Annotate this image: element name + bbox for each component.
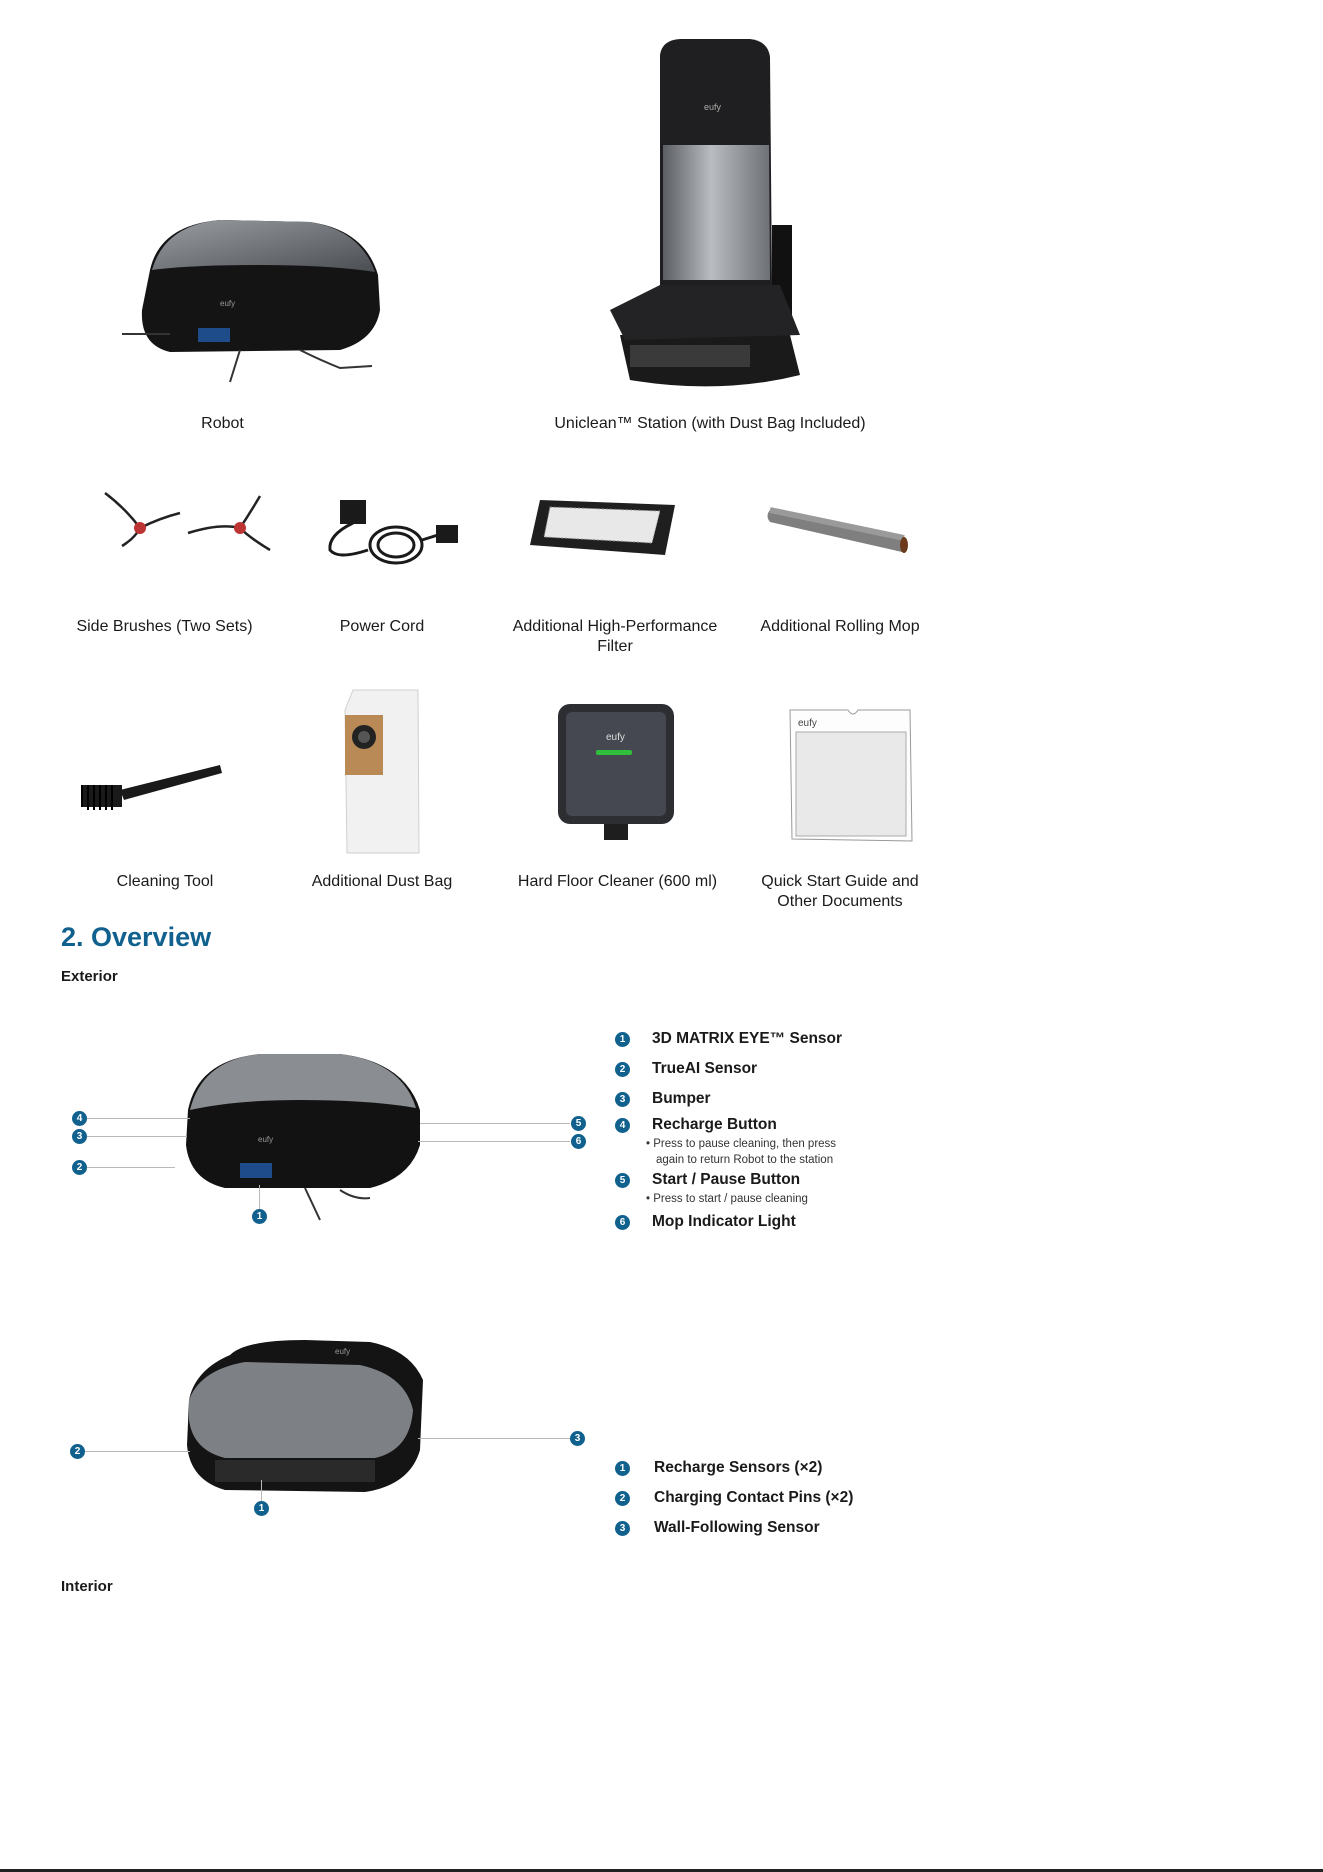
rolling-mop-caption: Additional Rolling Mop <box>760 618 920 635</box>
legend-sub-start-pause: • Press to start / pause cleaning <box>646 1193 808 1205</box>
cleaning-tool-caption: Cleaning Tool <box>116 873 214 890</box>
cleaning-tool-image <box>81 765 222 810</box>
power-cord-caption: Power Cord <box>339 618 425 635</box>
legend-label-trueai-sensor: TrueAI Sensor <box>652 1060 758 1077</box>
legend-label-3d-matrix-eye: 3D MATRIX EYE™ Sensor <box>652 1030 843 1047</box>
callout-5: 5 <box>571 1116 586 1131</box>
leader-line-2 <box>87 1167 175 1168</box>
subsection-interior: Interior <box>61 1578 113 1595</box>
leader-line-4 <box>87 1118 190 1119</box>
callout-3: 3 <box>72 1129 87 1144</box>
side-callout-1: 1 <box>254 1501 269 1516</box>
legend-badge-5: 5 <box>615 1173 630 1188</box>
svg-text:eufy: eufy <box>798 718 817 729</box>
uniclean-station-image: eufy <box>610 39 800 387</box>
svg-text:eufy: eufy <box>704 102 722 112</box>
side-legend-label-recharge-sensors: Recharge Sensors (×2) <box>654 1459 823 1476</box>
side-brushes-caption: Side Brushes (Two Sets) <box>76 618 253 635</box>
legend-label-bumper: Bumper <box>652 1090 711 1107</box>
leader-line-5 <box>420 1123 570 1124</box>
side-legend-badge-3: 3 <box>615 1521 630 1536</box>
section-title-overview: 2. Overview <box>61 922 212 952</box>
legend-badge-2: 2 <box>615 1062 630 1077</box>
svg-text:eufy: eufy <box>606 732 625 743</box>
rolling-mop-image <box>767 507 908 553</box>
legend-sub-recharge-2: again to return Robot to the station <box>656 1154 834 1166</box>
legend-badge-6: 6 <box>615 1215 630 1230</box>
floor-cleaner-image: eufy <box>558 704 674 840</box>
floor-cleaner-caption: Hard Floor Cleaner (600 ml) <box>517 873 718 890</box>
guide-caption-line1: Quick Start Guide and <box>761 873 919 890</box>
side-legend-badge-2: 2 <box>615 1491 630 1506</box>
filter-caption-line1: Additional High-Performance <box>512 618 718 635</box>
legend-label-start-pause: Start / Pause Button <box>652 1171 801 1188</box>
svg-text:eufy: eufy <box>220 299 235 308</box>
side-callout-2: 2 <box>70 1444 85 1459</box>
page-bottom-border <box>0 1869 1323 1872</box>
side-legend-label-charging-pins: Charging Contact Pins (×2) <box>654 1489 854 1506</box>
side-leader-line-2 <box>85 1451 190 1452</box>
robot-top-view-image: eufy <box>186 1054 420 1221</box>
callout-2: 2 <box>72 1160 87 1175</box>
filter-caption-line2: Filter <box>597 638 633 655</box>
robot-caption: Robot <box>201 415 244 432</box>
svg-text:eufy: eufy <box>258 1135 273 1144</box>
power-cord-image <box>328 500 458 565</box>
guide-caption-line2: Other Documents <box>777 893 903 910</box>
callout-1: 1 <box>252 1209 267 1224</box>
dust-bag-image <box>344 689 420 854</box>
leader-line-6 <box>418 1141 570 1142</box>
legend-sub-recharge-1: • Press to pause cleaning, then press <box>646 1138 837 1150</box>
legend-badge-3: 3 <box>615 1092 630 1107</box>
side-brushes-image <box>104 492 271 552</box>
filter-image <box>530 500 675 555</box>
quick-start-guide-image: eufy <box>789 709 913 842</box>
leader-line-3 <box>87 1136 187 1137</box>
subsection-exterior: Exterior <box>61 968 118 985</box>
callout-4: 4 <box>72 1111 87 1126</box>
side-leader-line-1 <box>261 1480 262 1510</box>
leader-line-1 <box>259 1185 260 1215</box>
legend-label-mop-indicator: Mop Indicator Light <box>652 1213 796 1230</box>
legend-label-recharge-button: Recharge Button <box>652 1116 777 1133</box>
robot-image: eufy <box>122 220 380 383</box>
side-callout-3: 3 <box>570 1431 585 1446</box>
legend-badge-1: 1 <box>615 1032 630 1047</box>
side-legend-label-wall-following: Wall-Following Sensor <box>654 1519 820 1536</box>
callout-6: 6 <box>571 1134 586 1149</box>
svg-text:eufy: eufy <box>335 1347 350 1356</box>
station-caption: Uniclean™ Station (with Dust Bag Include… <box>554 415 866 432</box>
side-leader-line-3 <box>418 1438 570 1439</box>
legend-badge-4: 4 <box>615 1118 630 1133</box>
robot-side-view-image: eufy <box>187 1340 423 1492</box>
dust-bag-caption: Additional Dust Bag <box>311 873 453 890</box>
side-legend-badge-1: 1 <box>615 1461 630 1476</box>
